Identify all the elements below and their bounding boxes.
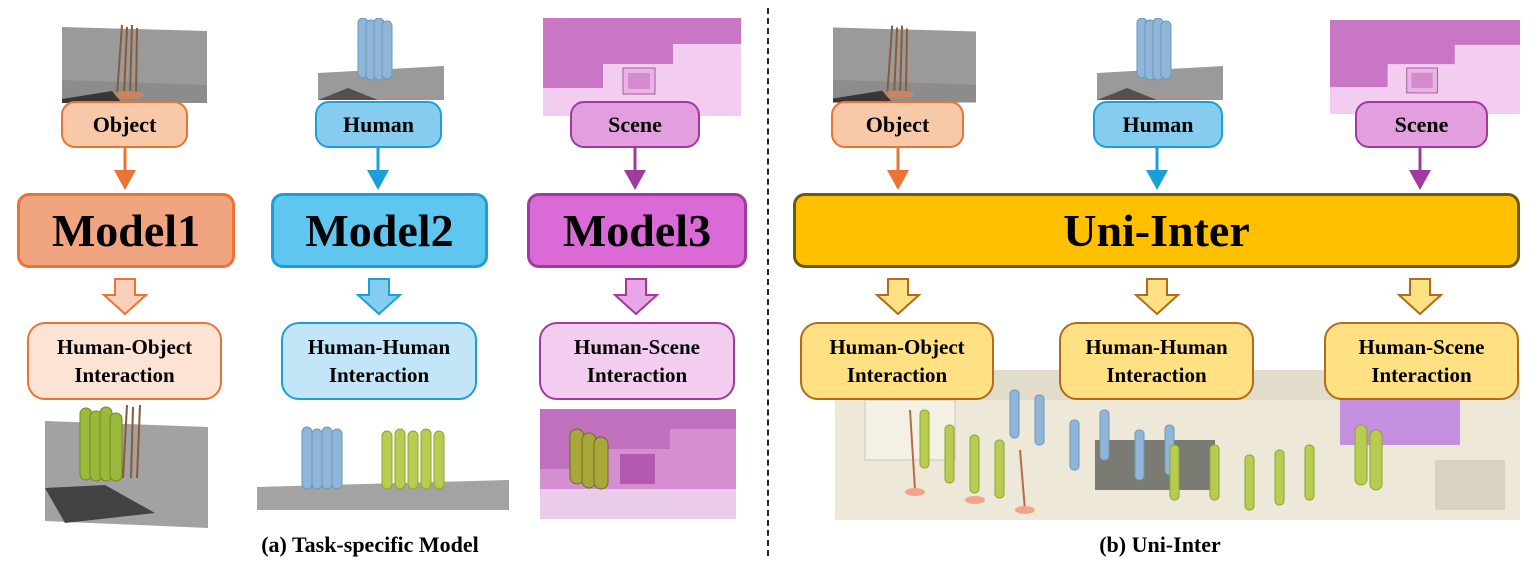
model3-box: Model3	[527, 193, 747, 268]
model2-output-arrow	[355, 278, 403, 316]
model1-box: Model1	[17, 193, 235, 268]
object-to-model1-arrow	[114, 148, 136, 190]
human-to-uni-arrow	[1146, 148, 1168, 190]
model3-label: Model3	[562, 205, 712, 256]
human-human-output-box: Human-Human Interaction	[281, 322, 477, 400]
uni-human-human-output-box: Human-Human Interaction	[1059, 322, 1254, 400]
human-scene-output-box: Human-Scene Interaction	[539, 322, 735, 400]
scene-input-render	[543, 18, 741, 116]
human-input-render	[318, 18, 444, 100]
human-object-output-box: Human-Object Interaction	[27, 322, 222, 400]
object-input-render	[62, 25, 207, 103]
uni-scene-input-box: Scene	[1355, 101, 1488, 148]
human-scene-result-render	[540, 409, 736, 519]
uni-human-object-output-box: Human-Object Interaction	[800, 322, 994, 400]
human-scene-output-label: Human-Scene Interaction	[574, 334, 700, 387]
scene-to-model3-arrow	[624, 148, 646, 190]
object-input-render-b	[833, 25, 976, 103]
object-to-uni-arrow	[887, 148, 909, 190]
panel-a-caption: (a) Task-specific Model	[261, 532, 479, 557]
human-human-result-render	[257, 426, 509, 510]
model2-box: Model2	[271, 193, 488, 268]
uni-human-object-output-label: Human-Object Interaction	[829, 334, 965, 387]
uni-human-input-label: Human	[1122, 111, 1194, 137]
uni-object-input-label: Object	[865, 111, 930, 137]
scene-to-uni-arrow	[1409, 148, 1431, 190]
uni-scene-input-label: Scene	[1394, 111, 1449, 137]
human-input-render-b	[1097, 18, 1223, 100]
scene-input-render-b	[1330, 19, 1520, 115]
panel-divider	[767, 8, 769, 556]
uni-human-input-box: Human	[1093, 101, 1223, 148]
uni-human-human-output-label: Human-Human Interaction	[1085, 334, 1228, 387]
model2-label: Model2	[305, 205, 454, 256]
panel-b-caption: (b) Uni-Inter	[1099, 532, 1221, 557]
human-object-result-render	[45, 404, 208, 528]
model3-output-arrow	[612, 278, 660, 316]
human-to-model2-arrow	[367, 148, 389, 190]
scene-input-label: Scene	[608, 111, 662, 137]
uni-output-arrow-3	[1396, 278, 1444, 316]
uni-output-arrow-2	[1133, 278, 1181, 316]
model1-label: Model1	[51, 205, 201, 256]
human-input-label: Human	[343, 111, 414, 137]
uni-human-scene-output-box: Human-Scene Interaction	[1324, 322, 1519, 400]
human-input-box: Human	[315, 101, 442, 148]
object-input-label: Object	[92, 111, 157, 137]
model1-output-arrow	[101, 278, 149, 316]
uni-human-scene-output-label: Human-Scene Interaction	[1358, 334, 1485, 387]
uni-inter-box: Uni-Inter	[793, 193, 1520, 268]
object-input-box: Object	[61, 101, 188, 148]
human-object-output-label: Human-Object Interaction	[56, 334, 193, 387]
uni-inter-label: Uni-Inter	[1063, 205, 1250, 256]
human-human-output-label: Human-Human Interaction	[307, 334, 451, 387]
uni-output-arrow-1	[874, 278, 922, 316]
uni-object-input-box: Object	[831, 101, 964, 148]
scene-input-box: Scene	[570, 101, 700, 148]
